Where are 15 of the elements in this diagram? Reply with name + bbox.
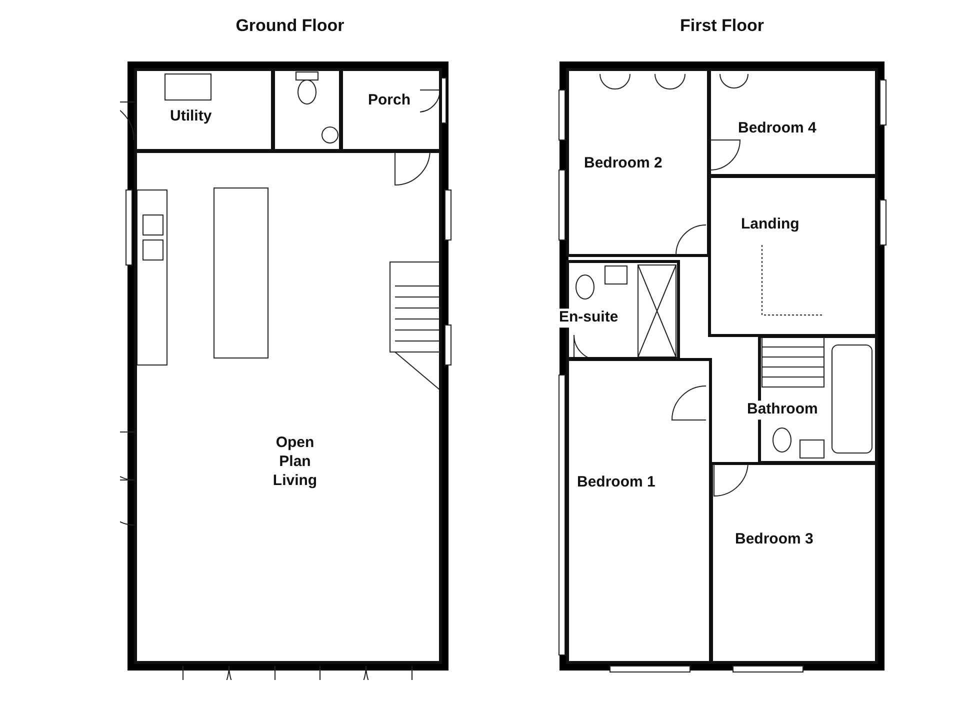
room [566, 68, 710, 257]
floor-heading: First Floor [678, 16, 766, 36]
room [134, 150, 442, 664]
room [272, 68, 342, 152]
room-label: Bathroom [747, 400, 818, 420]
room [708, 175, 878, 337]
room [708, 68, 878, 177]
room-label: Utility [170, 108, 212, 126]
room [566, 358, 712, 664]
room [134, 68, 274, 152]
floor-heading: Ground Floor [234, 16, 346, 36]
room-label: Landing [741, 216, 800, 234]
room-label: En-suite [559, 308, 618, 328]
room [710, 462, 878, 664]
room [340, 68, 442, 152]
